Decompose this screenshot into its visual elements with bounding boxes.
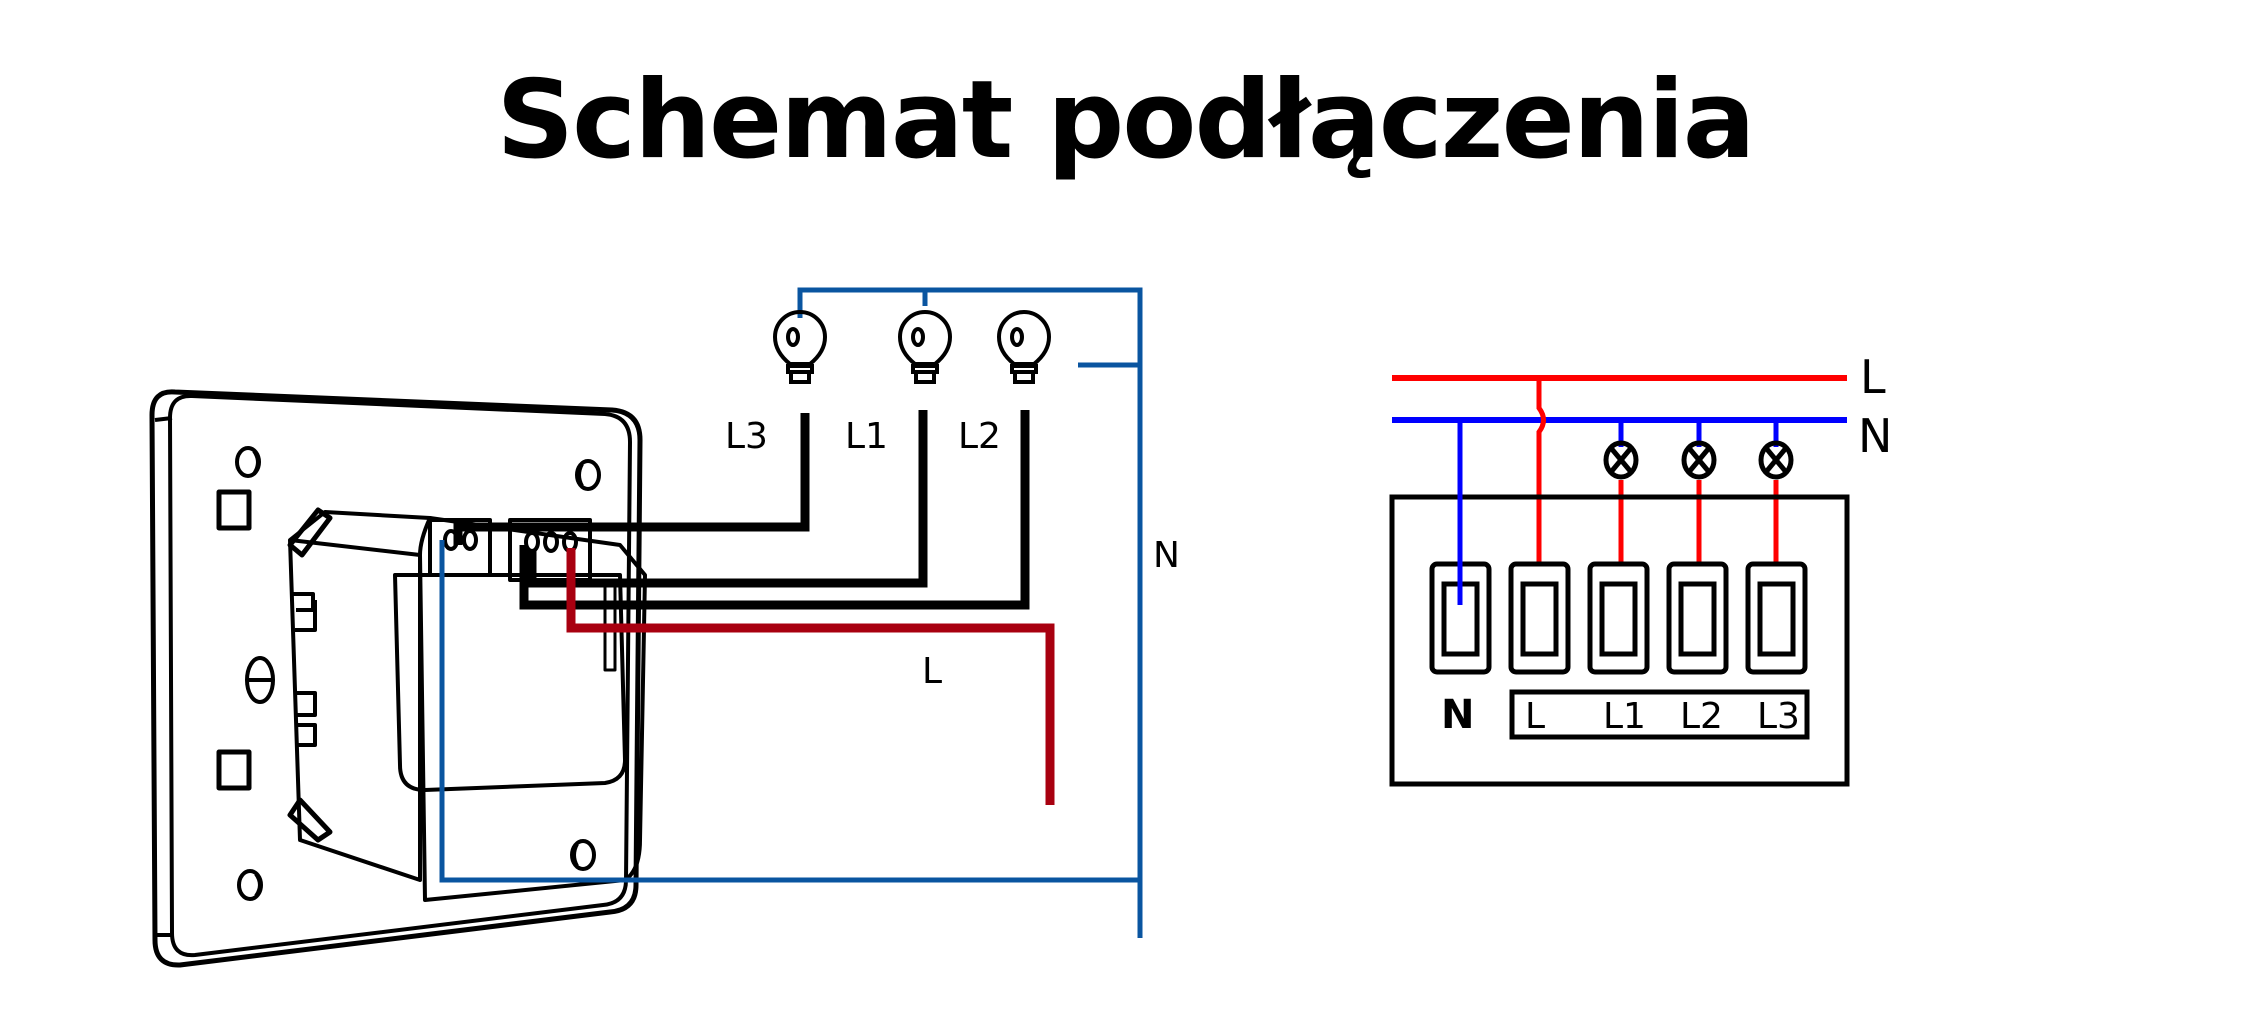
screw-hole-icon — [245, 656, 275, 704]
clip-icon — [287, 797, 333, 843]
wire-l1 — [527, 410, 928, 588]
schematic — [1389, 375, 1850, 787]
light-bulb-icon — [772, 310, 828, 384]
light-bulb-icon — [996, 310, 1052, 384]
device-box — [1389, 494, 1850, 787]
terminal-block — [428, 518, 492, 577]
neutral-label: N — [1153, 535, 1180, 576]
clip-icon — [216, 749, 252, 791]
screw-hole-icon — [237, 869, 263, 901]
terminal-slot — [1508, 561, 1571, 675]
terminal-label: L3 — [1757, 696, 1800, 737]
screw-hole-icon — [235, 446, 261, 478]
lamp-symbol-icon — [1758, 440, 1794, 480]
lamp-label: L3 — [725, 416, 768, 457]
bus-live-label: L — [1860, 350, 1886, 404]
wire-l3 — [453, 413, 810, 545]
bus-neutral-label: N — [1858, 409, 1892, 463]
live-label: L — [922, 651, 942, 692]
terminal-label: L — [1525, 696, 1545, 737]
terminal-label: L1 — [1603, 696, 1646, 737]
terminal-label-strip — [1509, 689, 1810, 740]
terminal-label: L2 — [1680, 696, 1723, 737]
neutral-wire — [439, 287, 1143, 938]
lamp-label: L2 — [958, 416, 1001, 457]
terminal-slot — [1745, 561, 1808, 675]
lamp-symbol-icon — [1603, 440, 1639, 480]
page-title: Schemat podłączenia — [496, 58, 1755, 183]
lamp-bulbs — [772, 310, 1052, 384]
terminal-slot — [1587, 561, 1650, 675]
screw-hole-icon — [575, 459, 601, 491]
lamp-label: L1 — [845, 416, 888, 457]
clip-icon — [216, 489, 252, 531]
light-bulb-icon — [897, 310, 953, 384]
terminal-slot — [1666, 561, 1729, 675]
live-wire — [566, 548, 1055, 805]
load-wires — [453, 410, 1030, 610]
terminal-label-n: N — [1441, 692, 1474, 738]
screw-hole-icon — [570, 839, 596, 871]
lamp-symbol-icon — [1681, 440, 1717, 480]
wire-l2 — [519, 410, 1030, 610]
clip-icon — [287, 507, 333, 558]
